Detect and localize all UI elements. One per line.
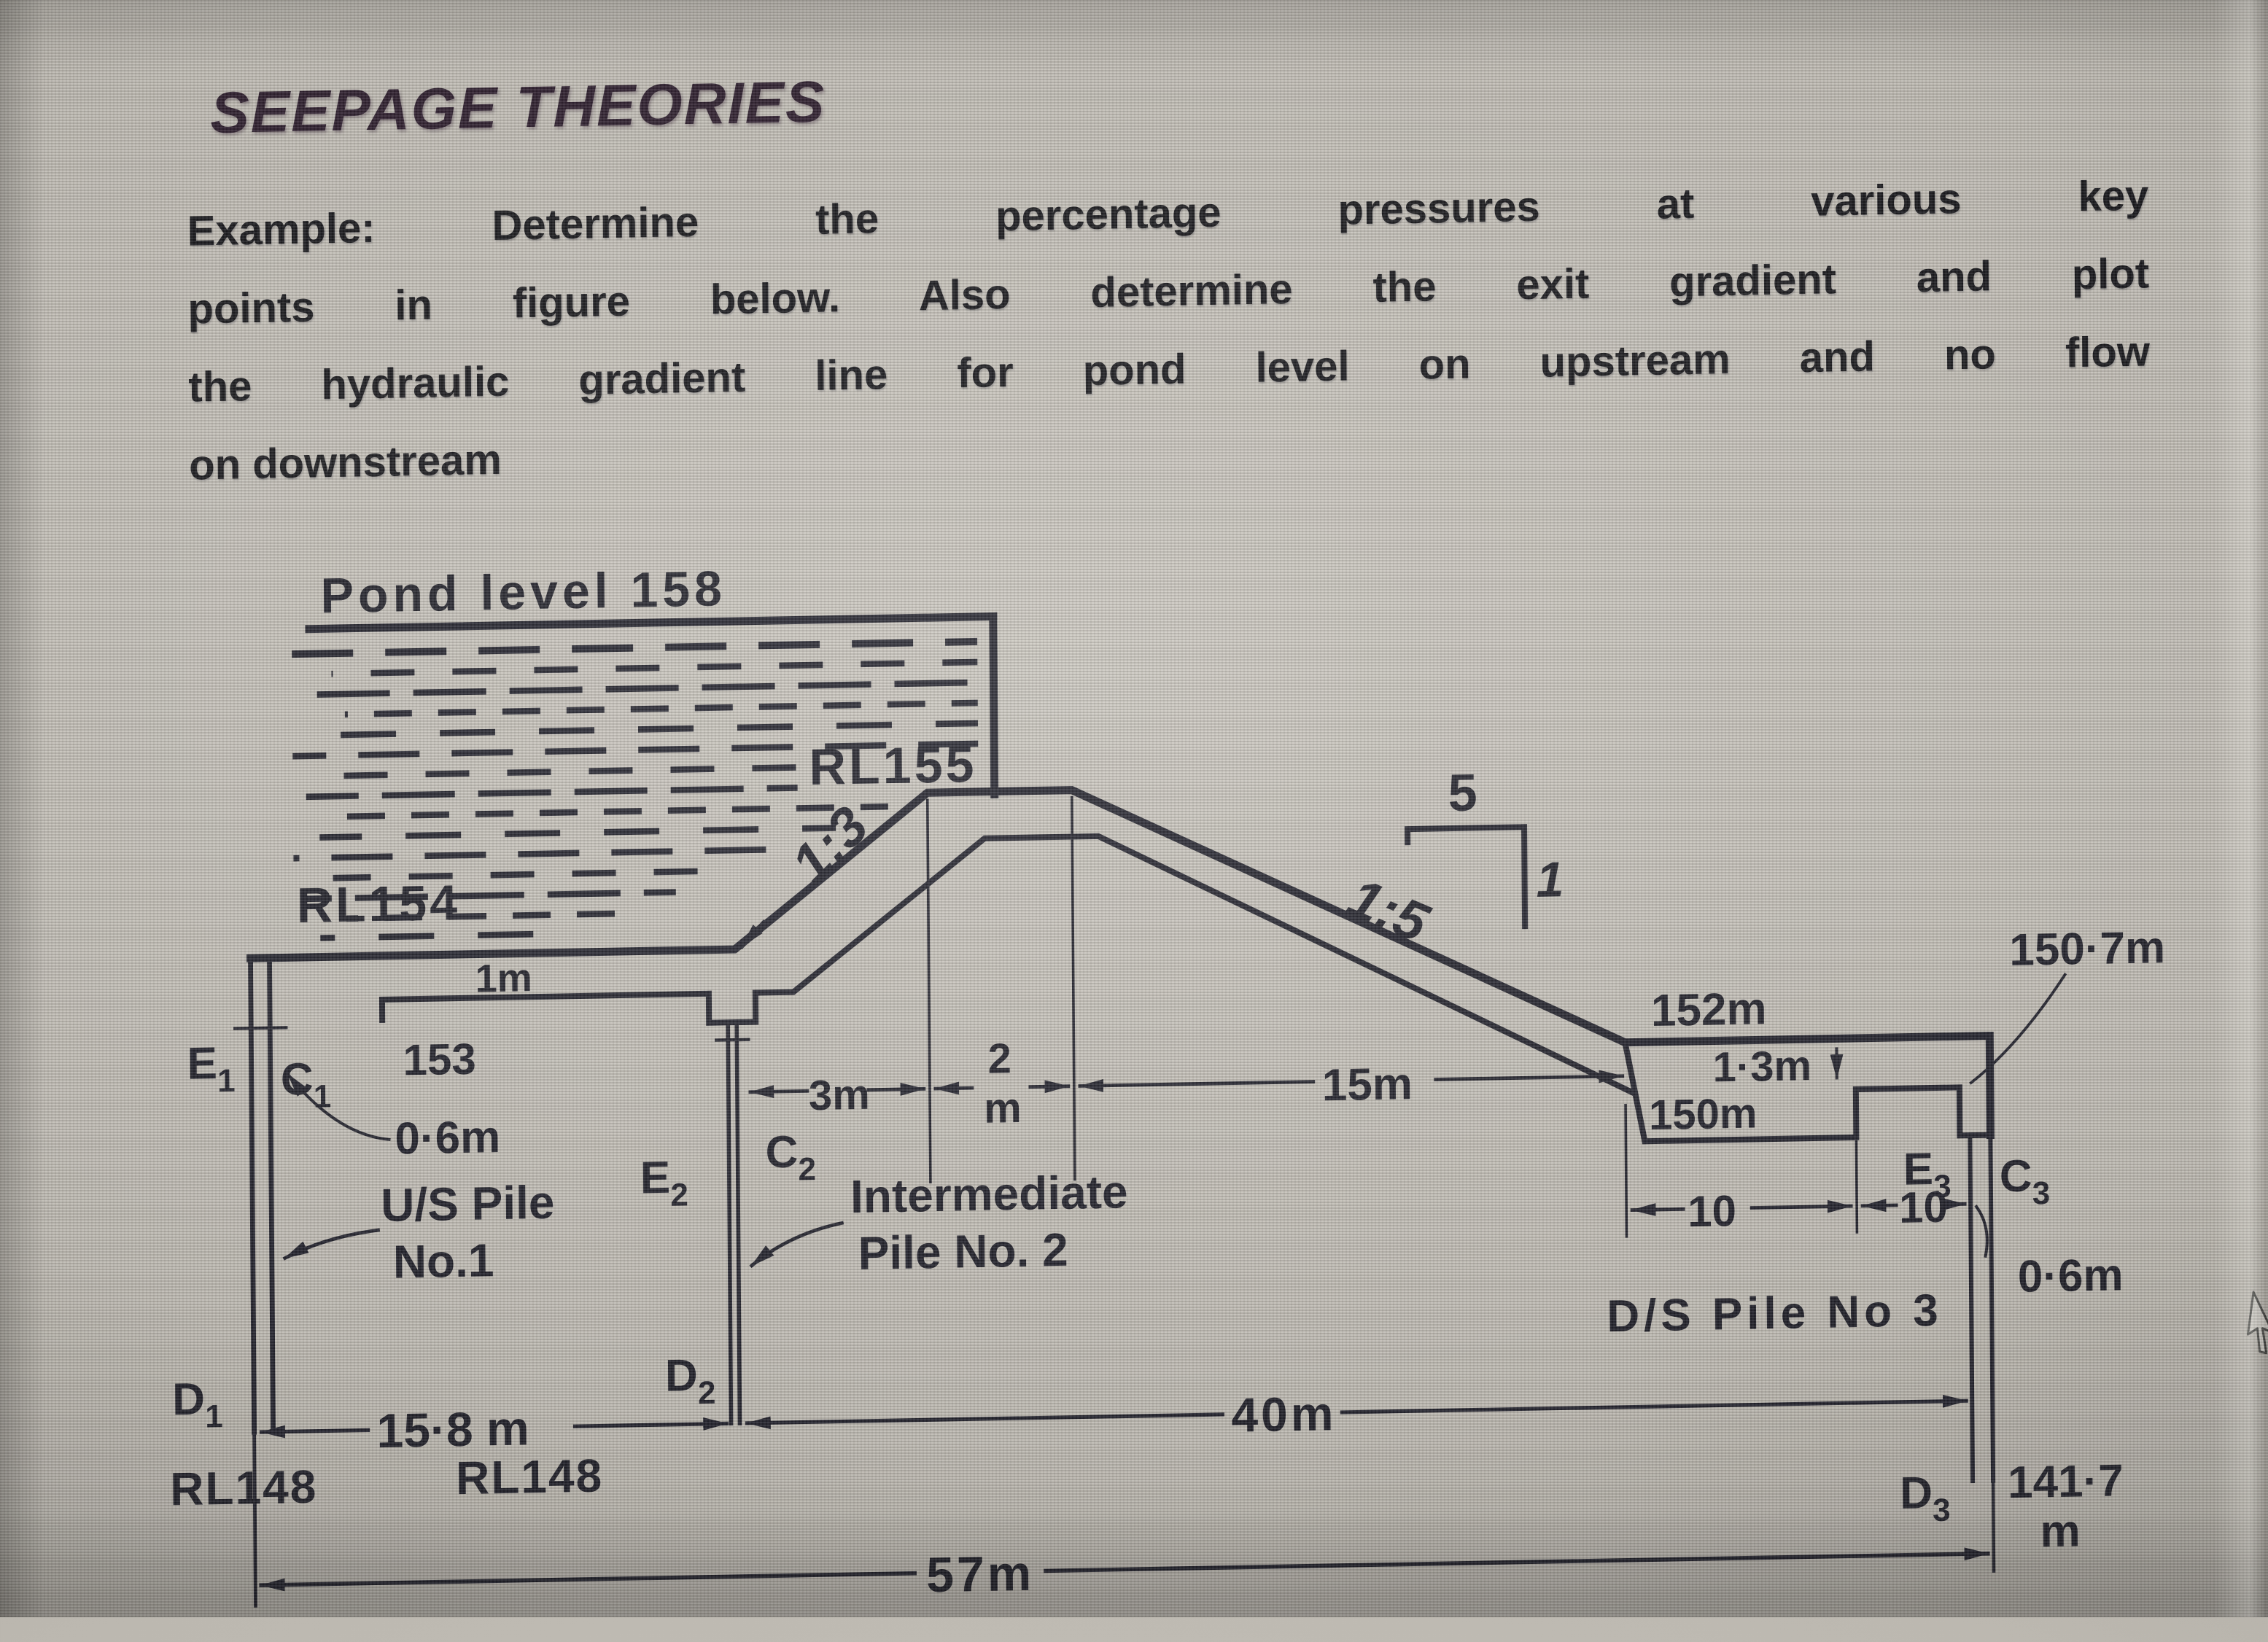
- us-pile-name-line1: U/S Pile: [381, 1176, 555, 1232]
- dim-57m-label: 57m: [926, 1546, 1035, 1603]
- us-pile-leader-arrow: [284, 1230, 378, 1258]
- page-title: SEEPAGE THEORIES: [210, 69, 826, 147]
- us-floor-rl-label: RL154: [297, 875, 461, 933]
- dim-2m-value: 2: [987, 1035, 1011, 1083]
- intermediate-name-line2: Pile No. 2: [858, 1223, 1068, 1280]
- ds-pile-width-label: 0·6m: [2018, 1250, 2124, 1302]
- mouse-cursor: [2243, 1288, 2268, 1366]
- water-dash-row: [319, 723, 978, 736]
- dim-2m-left: [936, 1088, 972, 1089]
- pond-right-edge: [993, 617, 995, 795]
- dim-57m-left: [261, 1573, 914, 1585]
- downstream-labels: 152m 1·3m 150m 150·7m D/S Pile No 3 0·6m…: [1604, 922, 2170, 1565]
- rl148-pile2-label: RL148: [456, 1450, 604, 1505]
- water-dash-row: [346, 806, 888, 817]
- water-dash-row: [292, 642, 977, 654]
- ds-floor-bottom-label: 150m: [1649, 1089, 1758, 1139]
- keypoint-D3: D3: [1900, 1468, 1951, 1529]
- keypoint-C1: C1: [281, 1054, 332, 1115]
- ds-pile-lines: [1970, 1135, 1993, 1482]
- dim-10a-label: 10: [1688, 1186, 1736, 1236]
- us-pile-name-line2: No.1: [392, 1234, 494, 1288]
- ds-pile-leader-curl: [1976, 1207, 1987, 1256]
- ds-floor-level-label: 152m: [1651, 984, 1767, 1036]
- dim-158-left: [262, 1430, 368, 1432]
- us-floor-thickness-label: 1m: [475, 956, 532, 1000]
- dim-10b-label: 10: [1899, 1183, 1948, 1232]
- ds-thin-bottom-leader: [1970, 975, 2066, 1083]
- us-floor-bottom-level-label: 153: [403, 1035, 476, 1085]
- water-dash-row: [331, 662, 977, 674]
- keypoint-C2: C2: [765, 1127, 816, 1188]
- us-slope-arrow: [742, 922, 764, 946]
- dim-57m-right: [1046, 1554, 1988, 1571]
- keypoint-D2: D2: [665, 1350, 716, 1412]
- us-pile-cap-tick: [235, 1027, 286, 1028]
- dim-40m-right: [1342, 1401, 1966, 1412]
- dim-40m-left: [747, 1415, 1223, 1423]
- water-dash-row: [345, 703, 978, 715]
- intermediate-name-line1: Intermediate: [850, 1165, 1128, 1223]
- ds-pile-bottom-unit: m: [2040, 1506, 2081, 1557]
- ds-pile-bottom-value: 141·7: [2008, 1455, 2124, 1508]
- keypoint-E2: E2: [640, 1152, 688, 1213]
- dim-3m-left: [750, 1091, 807, 1092]
- dim-3m-label: 3m: [809, 1071, 870, 1120]
- water-dash-row: [306, 787, 798, 796]
- intermediate-pile-leader-arrow: [751, 1223, 842, 1265]
- keypoint-E1: E1: [187, 1038, 235, 1100]
- pond-level-label: Pond level 158: [320, 561, 726, 623]
- dim-158-right: [575, 1423, 727, 1426]
- right-extension-line: [1993, 1481, 1994, 1571]
- water-dash-row: [293, 849, 783, 858]
- keypoint-C3: C3: [2000, 1151, 2051, 1212]
- left-extension-line: [255, 1432, 256, 1606]
- dim-10b-left: [1863, 1205, 1896, 1206]
- ds-floor-thin-label: 1·3m: [1712, 1042, 1811, 1091]
- weir-diagram-svg: Pond level 158 RL155 1:3 1:5: [75, 528, 2256, 1637]
- dim-15m-label: 15m: [1322, 1059, 1413, 1110]
- dim-15m-left: [1080, 1082, 1313, 1086]
- us-pile-width-label: 0·6m: [395, 1112, 500, 1164]
- dim-2m-right: [1030, 1086, 1068, 1087]
- water-dash-row: [319, 828, 836, 838]
- water-dash-row: [320, 933, 574, 938]
- rl148-pile1-label: RL148: [170, 1460, 318, 1516]
- crest-rl-label: RL155: [809, 736, 977, 795]
- weir-cross-section-figure: Pond level 158 RL155 1:3 1:5: [75, 528, 2256, 1637]
- keypoint-D1: D1: [172, 1374, 223, 1435]
- slope-triangle-rise: 1: [1536, 852, 1564, 908]
- intermediate-pile-lines: [728, 1025, 739, 1423]
- dim-15m-right: [1436, 1076, 1623, 1080]
- water-dash-row: [306, 682, 978, 695]
- problem-statement: Example: Determine the percentage pressu…: [187, 156, 2151, 504]
- ds-slope-label: 1:5: [1339, 866, 1438, 955]
- dim-2m-unit: m: [984, 1084, 1022, 1132]
- slope-triangle-run: 5: [1448, 763, 1477, 822]
- dim-158-label: 15·8 m: [376, 1401, 529, 1458]
- ds-thin-bottom-level-label: 150·7m: [2009, 922, 2165, 976]
- dim-10a-left: [1632, 1209, 1683, 1210]
- dim-10a-right: [1752, 1206, 1851, 1207]
- ds-pile-name-label: D/S Pile No 3: [1607, 1285, 1943, 1342]
- dim-40m-label: 40m: [1231, 1386, 1337, 1442]
- water-dash-row: [333, 767, 798, 776]
